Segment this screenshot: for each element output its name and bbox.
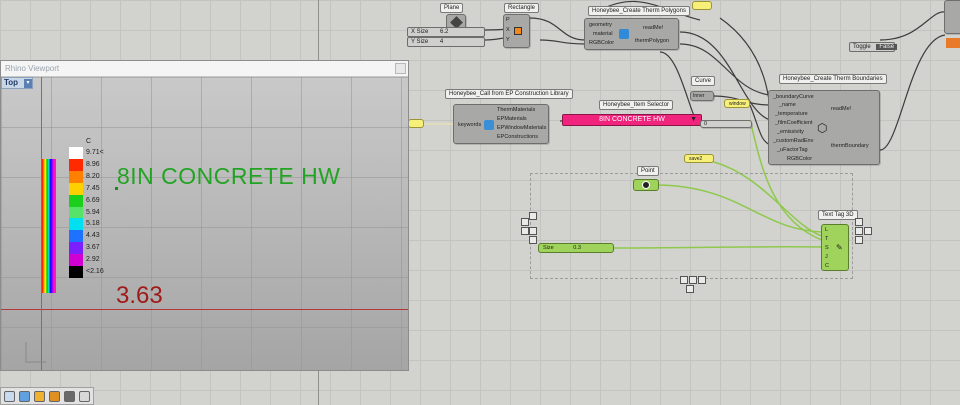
size-value: 0.3 <box>573 245 581 251</box>
legend-label: 6.69 <box>86 196 100 204</box>
library-icon <box>484 120 494 130</box>
legend-swatch <box>69 266 83 278</box>
legend-swatch <box>69 147 83 159</box>
zoom-box[interactable] <box>529 227 537 235</box>
zoom-box[interactable] <box>855 227 863 235</box>
x-size-value: 6.2 <box>440 29 449 35</box>
rectangle-icon <box>514 27 522 35</box>
save-param[interactable]: save2 <box>684 154 714 163</box>
dropdown-arrow-icon[interactable]: ▼ <box>690 116 697 123</box>
legend-label: <2.16 <box>86 268 104 275</box>
orange-indicator <box>946 38 960 48</box>
legend-swatch <box>69 158 83 171</box>
zoom-box[interactable] <box>698 276 706 284</box>
text-tag-component[interactable]: L T S J C ✎ <box>821 224 849 271</box>
legend-label: 5.94 <box>86 208 100 216</box>
plane-label: Plane <box>440 3 464 13</box>
point-icon <box>642 181 650 189</box>
legend-swatch <box>69 218 83 231</box>
therm-boundaries-component[interactable]: _boundaryCurve _name _temperature _filmC… <box>768 90 880 165</box>
toggle-value: False <box>876 44 898 50</box>
legend-label: 3.67 <box>86 244 100 252</box>
curve-param[interactable]: Inner <box>690 91 714 101</box>
taskbar <box>0 387 94 405</box>
x-axis-line <box>1 309 408 310</box>
size-slider[interactable]: Size 0.3 <box>538 243 614 253</box>
construction-lib-component[interactable]: keywords ThermMaterials EPMaterials EPWi… <box>453 104 549 144</box>
app-icon-5[interactable] <box>64 391 75 402</box>
item-selector-panel[interactable]: 8IN CONCRETE HW ▼ <box>562 114 702 126</box>
window-param[interactable]: window <box>724 99 750 108</box>
hexagon-icon: ⬡ <box>817 121 828 135</box>
view-dropdown-icon[interactable]: ▾ <box>24 79 32 88</box>
axis-gizmo-icon <box>25 342 46 363</box>
zoom-box[interactable] <box>529 212 537 220</box>
rectangle-label: Rectangle <box>504 3 540 13</box>
zoom-box[interactable] <box>521 227 529 235</box>
legend-unit: C <box>86 138 92 145</box>
item-index-slider[interactable]: 0 <box>700 120 752 128</box>
point-label: Point <box>637 166 659 176</box>
legend-swatch <box>69 242 83 255</box>
value-tag: 3.63 <box>116 282 163 309</box>
zoom-box[interactable] <box>855 218 863 226</box>
keyword-param[interactable] <box>408 119 424 128</box>
therm-boundaries-title: Honeybee_Create Therm Boundaries <box>779 74 887 84</box>
zoom-box[interactable] <box>529 236 537 244</box>
toggle-param[interactable]: Toggle False <box>849 42 898 52</box>
legend-label: 7.45 <box>86 184 100 192</box>
therm-polygon-title: Honeybee_Create Therm Polygons <box>588 6 690 16</box>
explorer-icon[interactable] <box>34 391 45 402</box>
rhino-icon[interactable] <box>4 391 15 402</box>
item-selector-value: 8IN CONCRETE HW <box>599 116 665 123</box>
viewport-titlebar[interactable]: Rhino Viewport <box>1 61 408 77</box>
close-icon[interactable] <box>395 63 406 74</box>
partial-component-right[interactable] <box>944 0 960 34</box>
legend-label: 8.20 <box>86 172 100 180</box>
legend-swatch <box>69 194 83 207</box>
x-size-slider[interactable]: X Size 6.2 <box>407 27 485 37</box>
zoom-box[interactable] <box>521 218 529 226</box>
y-size-slider[interactable]: Y Size 4 <box>407 37 485 47</box>
legend-label: 8.96 <box>86 160 100 168</box>
app-icon-6[interactable] <box>79 391 90 402</box>
item-selector-title: Honeybee_Item Selector <box>599 100 674 110</box>
viewport-area[interactable]: Top ▾ C 9.71< 8.96 8.20 7.45 6.69 5.94 5.18 4.43… <box>1 77 408 370</box>
legend-swatch <box>69 206 83 219</box>
legend-swatch <box>69 230 83 243</box>
grasshopper-icon[interactable] <box>19 391 30 402</box>
viewport-title: Rhino Viewport <box>5 64 60 73</box>
legend-gradient-bar <box>42 159 56 293</box>
therm-polygon-component[interactable]: geometry material RGBColor readMe! therm… <box>584 18 679 50</box>
legend-label: 2.92 <box>86 256 100 264</box>
text-tag-title: Text Tag 3D <box>818 210 858 220</box>
legend-label: 4.43 <box>86 232 100 240</box>
tag-icon: ✎ <box>836 243 843 252</box>
folder-icon[interactable] <box>49 391 60 402</box>
honeybee-icon <box>619 29 629 39</box>
rectangle-component[interactable]: P X Y <box>503 14 530 48</box>
zoom-box[interactable] <box>686 285 694 293</box>
point-marker-icon <box>115 187 118 190</box>
zoom-box[interactable] <box>680 276 688 284</box>
zoom-box[interactable] <box>855 236 863 244</box>
yellow-param-top[interactable] <box>692 1 712 10</box>
zoom-box[interactable] <box>864 227 872 235</box>
curve-label: Curve <box>691 76 716 86</box>
component-group <box>530 173 853 279</box>
legend-swatch <box>69 254 83 267</box>
legend-swatch <box>69 182 83 195</box>
construction-lib-title: Honeybee_Call from EP Construction Libra… <box>445 89 573 99</box>
point-param[interactable] <box>633 179 659 191</box>
view-name-tab[interactable]: Top ▾ <box>1 77 33 89</box>
legend-swatch <box>69 170 83 183</box>
y-axis-line <box>41 77 42 370</box>
material-name-tag: 8IN CONCRETE HW <box>117 163 341 189</box>
legend-label: 5.18 <box>86 220 100 228</box>
zoom-box[interactable] <box>689 276 697 284</box>
legend-label: 9.71< <box>86 149 104 156</box>
rhino-viewport-window[interactable]: Rhino Viewport Top ▾ C 9.71< 8.96 8.20 7.45 6… <box>0 60 409 371</box>
y-size-value: 4 <box>439 39 444 45</box>
